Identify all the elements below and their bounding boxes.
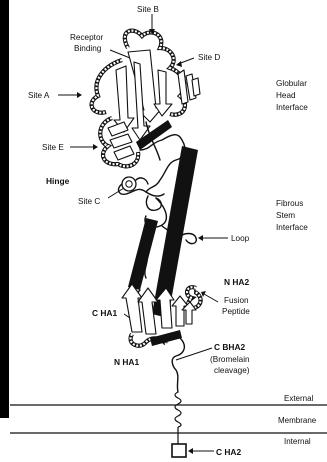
- label-c-ha2: C HA2: [216, 447, 241, 457]
- label-site-b: Site B: [137, 5, 159, 14]
- c-ha2-box: [172, 444, 186, 457]
- side-fibrous-2: Stem: [276, 211, 295, 220]
- label-fusion-2: Peptide: [222, 307, 250, 316]
- lower-strand-2: [110, 134, 132, 148]
- side-fibrous-3: Interface: [276, 223, 308, 232]
- label-site-d: Site D: [198, 53, 220, 62]
- label-n-ha1: N HA1: [114, 357, 139, 367]
- membrane-label: Membrane: [278, 416, 317, 425]
- label-bromelain-2: cleavage): [214, 366, 250, 375]
- label-n-ha2: N HA2: [224, 277, 249, 287]
- label-site-c: Site C: [78, 197, 100, 206]
- side-fibrous-1: Fibrous: [276, 199, 303, 208]
- label-hinge: Hinge: [46, 176, 70, 186]
- label-fusion-1: Fusion: [224, 296, 249, 305]
- side-globular-2: Head: [276, 91, 296, 100]
- label-receptor-binding-1: Receptor: [70, 33, 103, 42]
- short-helix: [128, 218, 158, 290]
- lower-strand-3: [114, 146, 134, 160]
- site-d-strand-1: [178, 70, 188, 104]
- membrane-external-label: External: [284, 394, 314, 403]
- side-globular-1: Globular: [276, 79, 307, 88]
- label-bromelain-1: (Bromelain: [210, 355, 250, 364]
- label-site-a: Site A: [28, 91, 50, 100]
- long-helix: [152, 146, 198, 318]
- hinge-region: [119, 177, 164, 210]
- label-site-e: Site E: [42, 143, 64, 152]
- left-edge-bar: [0, 0, 9, 418]
- membrane-anchor: [172, 338, 186, 457]
- side-globular-3: Interface: [276, 103, 308, 112]
- lower-strand-1: [108, 122, 128, 136]
- label-loop: Loop: [231, 234, 250, 243]
- membrane-internal-label: Internal: [284, 437, 311, 446]
- label-c-ha1: C HA1: [92, 308, 117, 318]
- label-receptor-binding-2: Binding: [74, 44, 102, 53]
- head-strand-1: [128, 50, 162, 122]
- site-d-strand-3: [192, 78, 200, 96]
- label-c-bha2: C BHA2: [214, 342, 246, 352]
- globular-head: [92, 31, 200, 167]
